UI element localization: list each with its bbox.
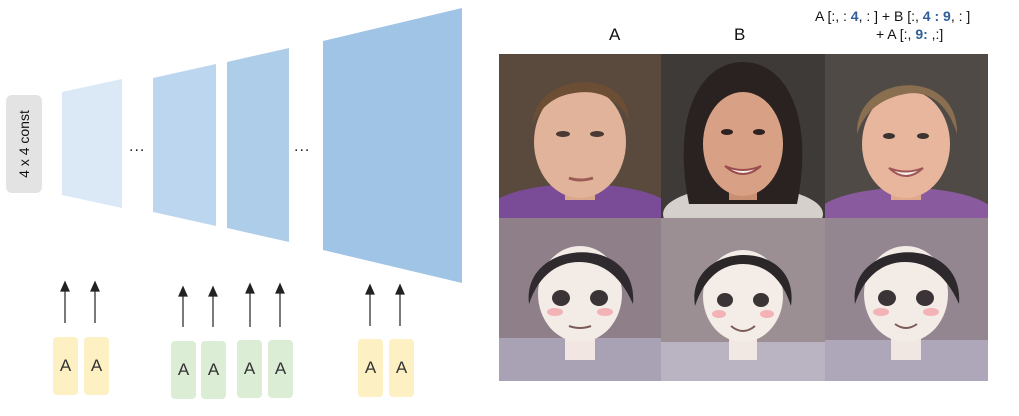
latent-a-box: A: [84, 337, 109, 395]
latent-a-box: A: [389, 339, 414, 397]
input-arrow: [395, 283, 405, 326]
latent-a-box: A: [237, 340, 262, 398]
column-label-b: B: [734, 25, 746, 44]
input-arrow: [275, 282, 285, 327]
latent-a-box: A: [268, 340, 293, 398]
latent-a-box: A: [358, 339, 383, 397]
input-arrow: [365, 283, 375, 326]
column-label-a: A: [609, 25, 621, 44]
cartoon-face-a: [499, 218, 661, 381]
ellipsis-1: ...: [129, 138, 146, 155]
latent-a-box: A: [201, 341, 226, 399]
cartoon-face-b: [661, 218, 825, 381]
input-arrow: [245, 282, 255, 327]
input-arrow: [178, 285, 188, 327]
constant-input-label: 4 x 4 const: [16, 110, 32, 178]
photo-face-b: [661, 54, 825, 218]
mix-formula-line-2: + A [:, 9: ,:]: [876, 26, 944, 42]
mix-formula-line-1: A [:, : 4, : ] + B [:, 4 : 9, : ]: [815, 8, 971, 24]
generator-layer-1: [62, 79, 122, 208]
input-arrow: [208, 285, 218, 327]
constant-input-box: 4 x 4 const: [6, 95, 42, 193]
generator-layer-2: [153, 64, 216, 226]
latent-a-box: A: [171, 341, 196, 399]
input-arrow: [60, 280, 70, 323]
generator-layer-4: [323, 8, 462, 283]
input-arrow: [90, 280, 100, 323]
generator-layer-3: [227, 48, 289, 242]
latent-a-box: A: [53, 337, 78, 395]
photo-face-a: [499, 54, 661, 218]
ellipsis-2: ...: [294, 138, 311, 155]
photo-face-mix: [825, 54, 988, 218]
cartoon-face-mix: [825, 218, 988, 381]
